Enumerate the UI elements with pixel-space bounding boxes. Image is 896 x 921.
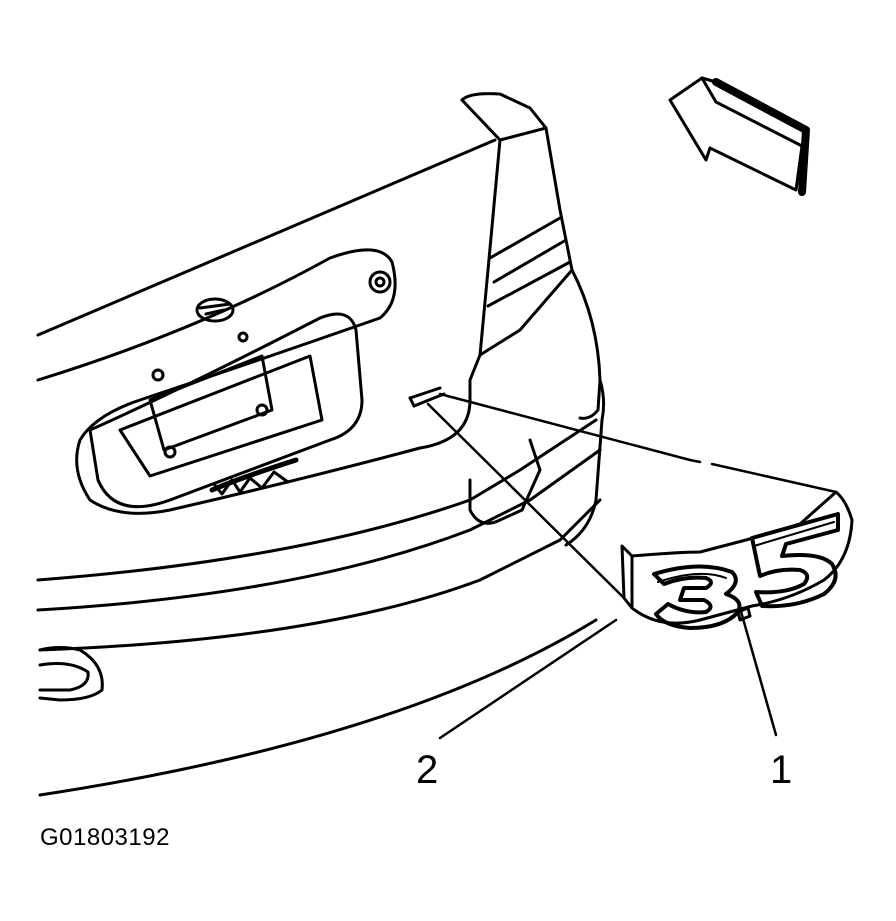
emblem-mounting-location xyxy=(408,386,446,408)
projection-lines xyxy=(426,392,838,600)
license-plate-pocket xyxy=(36,248,472,515)
figure-id-label: G01803192 xyxy=(40,824,170,851)
arrow-icon xyxy=(668,76,810,196)
callout-1-label: 1 xyxy=(770,748,793,792)
emblem-3-5 xyxy=(620,490,854,630)
callout-leaders xyxy=(438,606,778,740)
callout-2-label: 2 xyxy=(416,748,439,792)
vehicle-rear-body xyxy=(36,92,606,797)
